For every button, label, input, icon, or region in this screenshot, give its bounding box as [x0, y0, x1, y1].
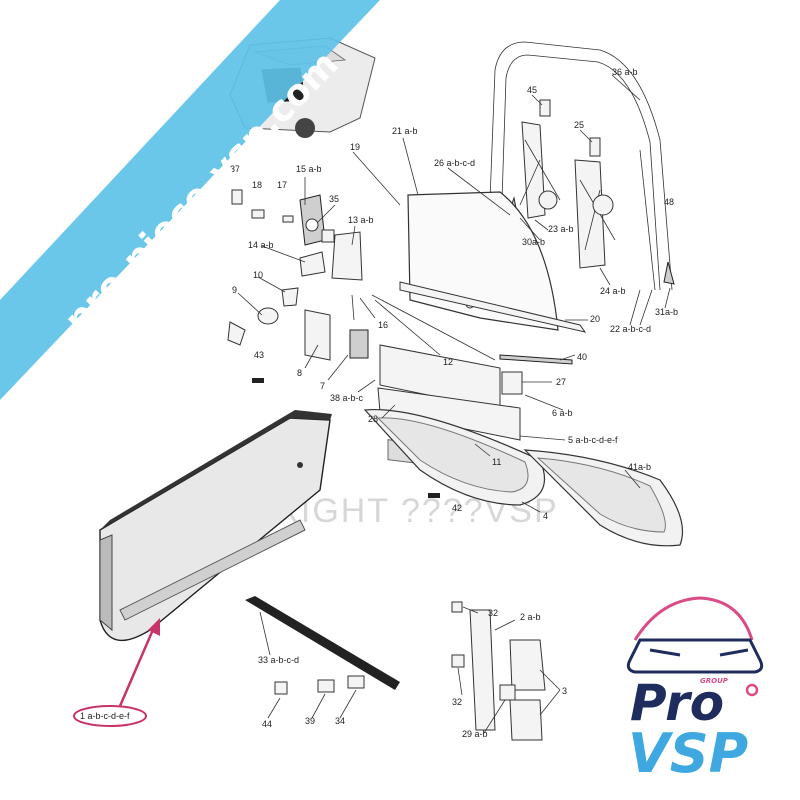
callout-39: 39 — [305, 716, 315, 726]
callout-35: 35 — [329, 194, 339, 204]
callout-2: 2 a-b — [520, 612, 541, 622]
callout-38: 38 a-b-c — [330, 393, 364, 403]
callout-20: 20 — [590, 314, 600, 324]
callout-19: 19 — [350, 142, 360, 152]
callout-12: 12 — [443, 357, 453, 367]
callout-17: 17 — [277, 180, 287, 190]
callout-16: 16 — [378, 320, 388, 330]
callout-10: 10 — [253, 270, 263, 280]
callout-43: 43 — [254, 350, 264, 360]
callout-9: 9 — [232, 285, 237, 295]
callout-14: 14 a-b — [248, 240, 274, 250]
callout-15: 15 a-b — [296, 164, 322, 174]
callout-27: 27 — [556, 377, 566, 387]
callout-25: 25 — [574, 120, 584, 130]
callout-22: 22 a-b-c-d — [610, 324, 651, 334]
callout-labels: 36 a-b 45 25 21 a-b 19 26 a-b-c-d 15 a-b… — [80, 67, 678, 739]
callout-45: 45 — [527, 85, 537, 95]
part-25 — [589, 137, 601, 157]
callout-40: 40 — [577, 352, 587, 362]
callout-8: 8 — [297, 368, 302, 378]
seal-33 — [245, 596, 400, 690]
callout-6: 6 a-b — [552, 408, 573, 418]
strip-40 — [499, 354, 573, 365]
logo-group-text: GROUP — [700, 677, 729, 685]
callout-30: 30a-b — [522, 237, 545, 247]
hinge-assembly — [451, 601, 546, 741]
callout-36: 36 a-b — [612, 67, 638, 77]
callout-32-bottom: 32 — [452, 697, 462, 707]
callout-48: 48 — [664, 197, 674, 207]
highlight-arrow — [73, 618, 160, 727]
callout-3: 3 — [562, 686, 567, 696]
callout-5: 5 a-b-c-d-e-f — [568, 435, 618, 445]
clip-34 — [347, 675, 365, 689]
callout-1: 1 a-b-c-d-e-f — [80, 711, 130, 721]
callout-28: 28 — [368, 414, 378, 424]
brand-logo: GROUP Pro VSP — [626, 596, 764, 785]
clip-39 — [317, 679, 335, 693]
clip-44 — [274, 681, 288, 695]
window-seal-36 — [489, 41, 673, 291]
callout-13: 13 a-b — [348, 215, 374, 225]
callout-29: 29 a-b — [462, 729, 488, 739]
leader-lines — [237, 74, 671, 734]
window-regulators — [507, 99, 675, 285]
callout-42: 42 — [452, 503, 462, 513]
part-45 — [539, 99, 551, 117]
part-42 — [428, 493, 440, 498]
callout-23: 23 a-b — [548, 224, 574, 234]
callout-11: 11 — [492, 457, 501, 467]
callout-44: 44 — [262, 719, 272, 729]
part-43 — [252, 378, 264, 383]
lock-hardware — [227, 189, 369, 383]
strip-20 — [399, 281, 587, 333]
callout-18: 18 — [252, 180, 262, 190]
logo-vsp-text: VSP — [628, 722, 748, 785]
callout-33: 33 a-b-c-d — [258, 655, 299, 665]
callout-24: 24 a-b — [600, 286, 626, 296]
callout-26: 26 a-b-c-d — [434, 158, 475, 168]
callout-34: 34 — [335, 716, 345, 726]
callout-31: 31a-b — [655, 307, 678, 317]
callout-41: 41a-b — [628, 462, 651, 472]
logo-pro-text: Pro — [630, 674, 724, 732]
callout-32-top: 32 — [488, 608, 498, 618]
callout-4: 4 — [543, 511, 548, 521]
door-shell — [99, 410, 332, 642]
callout-37: 37 — [230, 164, 240, 174]
callout-7: 7 — [320, 381, 325, 391]
callout-21: 21 a-b — [392, 126, 418, 136]
